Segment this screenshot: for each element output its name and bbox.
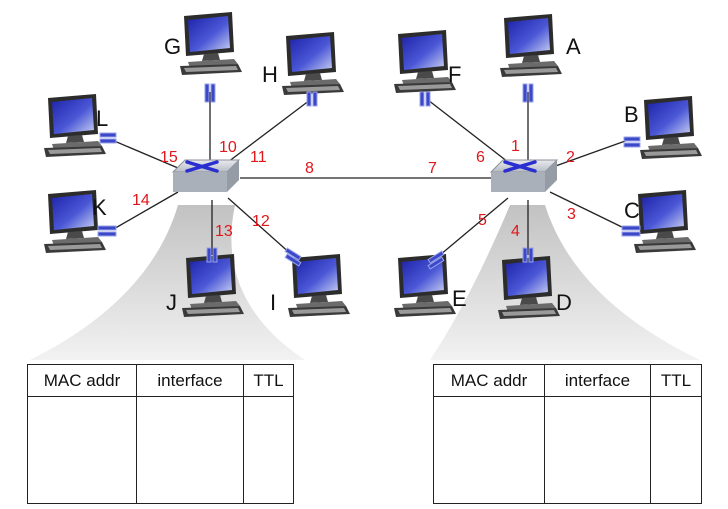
col-header-ttl: TTL [243,364,294,397]
port-label-11: 11 [250,149,267,166]
computer-g [180,12,242,75]
host-label-i: I [270,290,276,315]
table-header-row: MAC addr interface TTL [27,364,294,397]
computer-c [634,190,696,253]
link-b [549,139,629,169]
host-label-d: D [556,290,572,315]
port-label-12: 12 [252,213,270,230]
table-row [433,396,702,504]
link-h [227,99,311,163]
host-label-l: L [96,106,108,131]
link-f [427,99,509,163]
port-label-13: 13 [215,223,233,240]
link-e [439,197,509,256]
port-label-8: 8 [305,160,314,177]
col-header-mac: MAC addr [433,364,545,397]
table-row [27,396,294,504]
computer-h [282,32,344,95]
links [111,92,629,256]
port-label-3: 3 [567,206,576,223]
port-label-10: 10 [219,139,237,156]
host-label-g: G [164,34,181,59]
port-label-2: 2 [566,149,575,166]
left-switch [171,159,241,192]
host-label-k: K [92,195,107,220]
host-label-b: B [624,102,639,127]
col-header-ttl: TTL [650,364,702,397]
port-label-5: 5 [478,212,487,229]
link-c [549,191,629,231]
host-label-j: J [166,290,177,315]
port-label-4: 4 [511,223,520,240]
computer-j [182,254,244,317]
computer-a [500,14,562,77]
right-switch-table-fan [430,205,700,360]
computer-b [640,96,702,159]
link-i [227,197,293,256]
host-label-a: A [566,34,581,59]
port-label-1: 1 [511,138,520,155]
port-label-6: 6 [476,149,485,166]
link-l [111,139,179,169]
computer-f [394,30,456,93]
left-switch-table-fan [30,205,305,360]
col-header-interface: interface [544,364,651,397]
col-header-mac: MAC addr [27,364,137,397]
connectors [97,83,641,270]
computer-e [394,254,456,317]
col-header-interface: interface [136,364,244,397]
right-switch-table: MAC addr interface TTL [433,364,702,504]
port-label-14: 14 [132,192,150,209]
table-header-row: MAC addr interface TTL [433,364,702,397]
host-label-e: E [452,286,467,311]
link-k [111,191,179,231]
port-label-15: 15 [160,149,178,166]
port-label-7: 7 [428,160,437,177]
host-label-c: C [624,198,640,223]
host-label-f: F [448,62,461,87]
left-switch-table: MAC addr interface TTL [27,364,294,504]
host-label-h: H [262,62,278,87]
right-switch [489,159,559,192]
